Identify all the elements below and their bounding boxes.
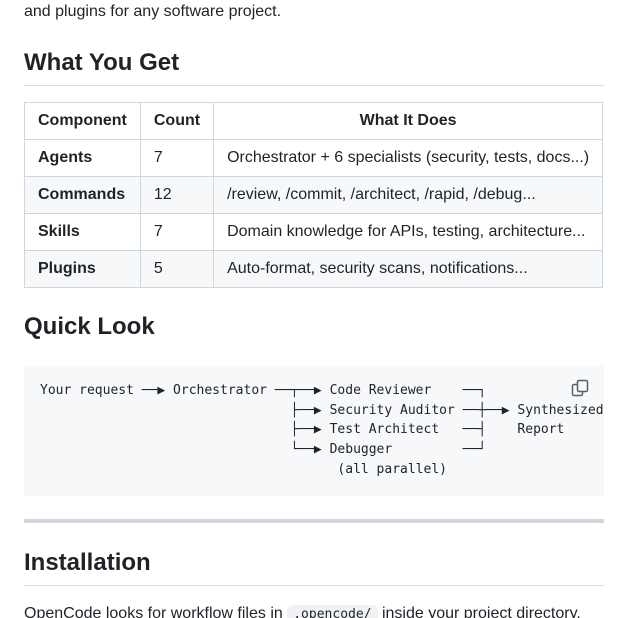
heading-underline [24, 585, 604, 586]
inline-code: .opencode/ [287, 605, 378, 618]
installation-paragraph: OpenCode looks for workflow files in .op… [24, 604, 581, 618]
code-content[interactable]: Your request ──▶ Orchestrator ──┬──▶ Cod… [40, 381, 604, 479]
installation-text-after: inside your project directory. [377, 605, 581, 618]
installation-text-before: OpenCode looks for workflow files in [24, 605, 288, 618]
code-line: Your request ──▶ Orchestrator ──┬──▶ Cod… [40, 383, 487, 398]
table-row: Commands 12 /review, /commit, /architect… [24, 176, 604, 214]
component-count: 5 [139, 250, 215, 288]
component-count: 7 [139, 213, 215, 251]
code-line: ├──▶ Security Auditor ──┼──▶ Synthesized [40, 402, 604, 418]
copy-icon [571, 379, 589, 397]
intro-text: and plugins for any software project. [24, 3, 282, 20]
table-row: Skills 7 Domain knowledge for APIs, test… [24, 213, 604, 251]
components-table: Component Count What It Does Agents 7 Or… [24, 102, 604, 288]
quick-look-heading: Quick Look [24, 313, 155, 340]
table-header-row: Component Count What It Does [24, 102, 604, 140]
column-header-component: Component [24, 102, 141, 140]
component-name: Agents [24, 139, 141, 177]
component-count: 12 [139, 176, 215, 214]
table-row: Plugins 5 Auto-format, security scans, n… [24, 250, 604, 288]
code-block[interactable]: Your request ──▶ Orchestrator ──┬──▶ Cod… [24, 366, 604, 496]
what-you-get-heading: What You Get [24, 49, 180, 76]
code-line: └──▶ Debugger ──┘ [40, 442, 487, 458]
component-name: Skills [24, 213, 141, 251]
component-description: Domain knowledge for APIs, testing, arch… [213, 213, 604, 251]
code-line: ├──▶ Test Architect ──┤ Report [40, 422, 565, 438]
table-row: Agents 7 Orchestrator + 6 specialists (s… [24, 139, 604, 177]
component-description: Orchestrator + 6 specialists (security, … [213, 139, 604, 177]
column-header-description: What It Does [213, 102, 604, 140]
component-name: Plugins [24, 250, 141, 288]
installation-heading: Installation [24, 549, 151, 576]
component-description: /review, /commit, /architect, /rapid, /d… [213, 176, 604, 214]
section-divider [24, 519, 604, 523]
copy-button[interactable] [570, 378, 590, 398]
heading-underline [24, 85, 604, 86]
component-count: 7 [139, 139, 215, 177]
component-description: Auto-format, security scans, notificatio… [213, 250, 604, 288]
column-header-count: Count [139, 102, 215, 140]
code-line: (all parallel) [40, 461, 447, 477]
component-name: Commands [24, 176, 141, 214]
